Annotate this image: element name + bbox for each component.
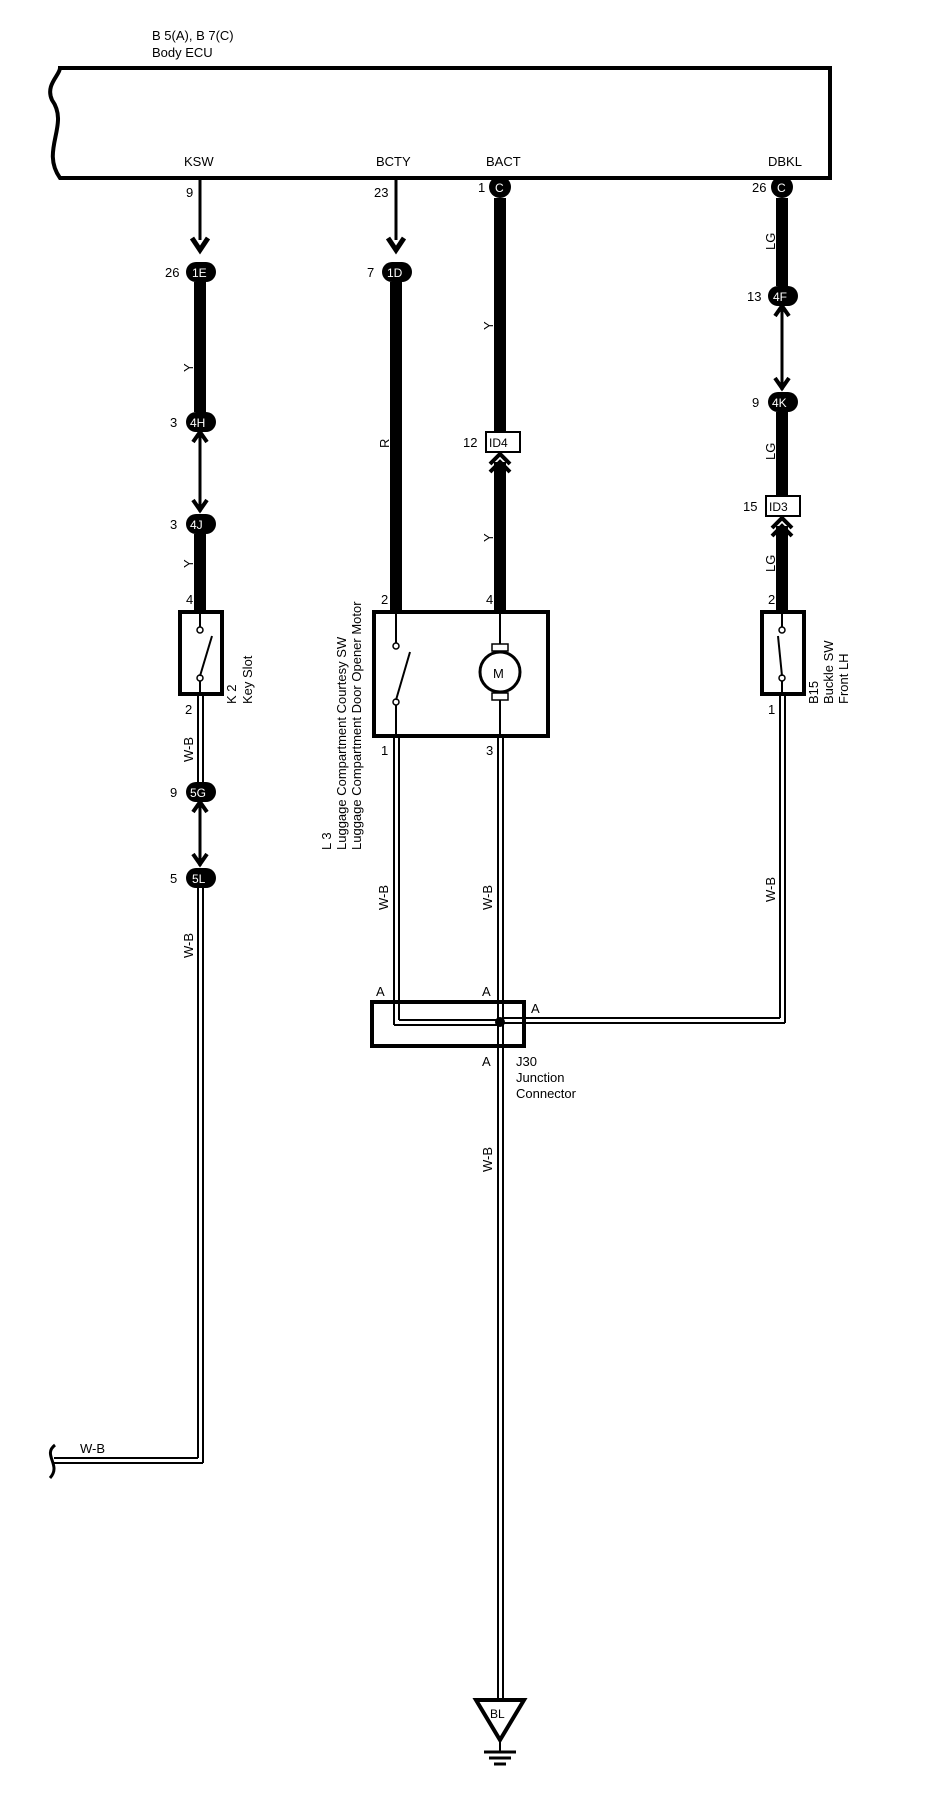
connector-id3 (765, 495, 801, 517)
k2-code: K 2 (224, 684, 239, 704)
terminal-bcty: BCTY (376, 154, 411, 169)
connector-ecu-c-dbkl (771, 176, 793, 198)
connector-5g (186, 782, 216, 802)
junction-dot (495, 1017, 505, 1027)
pin-b15-bot: 1 (768, 702, 775, 717)
wire-color-wb-l3-3: W-B (480, 885, 495, 910)
pin-l3-bot-right: 3 (486, 743, 493, 758)
j30-pin-a-4: A (482, 1054, 491, 1069)
wire-color-wb-b15: W-B (763, 877, 778, 902)
b15-code: B15 (806, 681, 821, 704)
pin-5l: 5 (170, 871, 177, 886)
connector-1e-label: 1E (192, 266, 207, 280)
wire-color-wb-l3-1: W-B (376, 885, 391, 910)
j30-code: J30 (516, 1054, 537, 1069)
pin-1e: 26 (165, 265, 179, 280)
terminal-bact: BACT (486, 154, 521, 169)
l3-code: L 3 (319, 832, 334, 850)
j30-pin-a-3: A (531, 1001, 540, 1016)
connector-1e (186, 262, 216, 282)
connector-4k (768, 392, 798, 412)
courtesy-switch (395, 651, 411, 701)
j30-name-1: Junction (516, 1070, 564, 1085)
pin-l3-bot-left: 1 (381, 743, 388, 758)
k2-name: Key Slot (240, 655, 255, 704)
motor-icon (478, 650, 522, 694)
connector-id3-label: ID3 (769, 500, 788, 514)
terminal-dbkl: DBKL (768, 154, 802, 169)
l3-name-1: Luggage Compartment Courtesy SW (334, 636, 349, 850)
pin-bact-ecu: 1 (478, 180, 485, 195)
connector-4j (186, 514, 216, 534)
connector-4h (186, 412, 216, 432)
pin-4j: 3 (170, 517, 177, 532)
pin-k2-bot: 2 (185, 702, 192, 717)
body-ecu: B 5(A), B 7(C) Body ECU KSW BCTY BACT DB… (48, 28, 832, 180)
ground-label: BL (490, 1707, 505, 1721)
dbkl-circuit: C 26 LG 4F 13 4K 9 LG ID3 15 LG 2 B15 Bu… (503, 176, 851, 1024)
luggage-compartment-component: 2 4 M 1 3 L 3 Luggage Compartment Courte… (319, 592, 550, 1700)
wire-color-wb-continue: W-B (80, 1441, 105, 1456)
wire-color-y-1: Y (181, 363, 196, 372)
j30-name-2: Connector (516, 1086, 577, 1101)
wire-color-wb-ground: W-B (480, 1147, 495, 1172)
connector-1d-label: 1D (387, 266, 403, 280)
motor-label: M (493, 666, 504, 681)
connector-ecu-c-bact-label: C (495, 181, 504, 195)
wire-color-y-bact-1: Y (481, 321, 496, 330)
b15-name-2: Front LH (836, 653, 851, 704)
wire-color-wb-5l: W-B (181, 933, 196, 958)
ground-triangle (472, 1698, 528, 1744)
pin-1d: 7 (367, 265, 374, 280)
connector-4j-label: 4J (190, 518, 203, 532)
pin-4f: 13 (747, 289, 761, 304)
wire-color-lg-2: LG (763, 443, 778, 460)
pin-id4: 12 (463, 435, 477, 450)
pin-b15-top: 2 (768, 592, 775, 607)
wire-color-lg-3: LG (763, 555, 778, 572)
pin-dbkl-ecu: 26 (752, 180, 766, 195)
junction-connector: A A A A J30 Junction Connector W-B (370, 984, 577, 1172)
connector-5l-label: 5L (192, 872, 206, 886)
connector-id4 (485, 431, 521, 453)
pin-l3-top-left: 2 (381, 592, 388, 607)
ecu-connectors: B 5(A), B 7(C) (152, 28, 234, 43)
connector-ecu-c-bact (489, 176, 511, 198)
pin-l3-top-right: 4 (486, 592, 493, 607)
wire-color-y-bact-2: Y (481, 533, 496, 542)
ksw-circuit: 9 1E 26 Y 4H 3 4J 3 Y 4 K 2 Key Slot 2 W… (48, 178, 255, 1480)
connector-5g-label: 5G (190, 786, 206, 800)
b15-name-1: Buckle SW (821, 640, 836, 704)
connector-4h-label: 4H (190, 416, 205, 430)
ecu-name: Body ECU (152, 45, 213, 60)
connector-4f (768, 286, 798, 306)
connector-id4-label: ID4 (489, 436, 508, 450)
connector-4f-label: 4F (773, 290, 787, 304)
ground-point: BL (472, 1698, 528, 1766)
pin-k2-top: 4 (186, 592, 193, 607)
pin-id3: 15 (743, 499, 757, 514)
connector-5l (186, 868, 216, 888)
pin-5g: 9 (170, 785, 177, 800)
wire-color-y-2: Y (181, 559, 196, 568)
wire-color-r: R (377, 439, 392, 448)
j30-box (370, 1000, 526, 1048)
connector-ecu-c-dbkl-label: C (777, 181, 786, 195)
wire-color-wb-k2: W-B (181, 737, 196, 762)
bact-circuit: C 1 Y ID4 12 Y (463, 176, 521, 612)
pin-4h: 3 (170, 415, 177, 430)
j30-pin-a-2: A (482, 984, 491, 999)
connector-4k-label: 4K (772, 396, 787, 410)
terminal-ksw: KSW (184, 154, 214, 169)
bcty-circuit: 23 1D 7 R (367, 178, 412, 612)
connector-1d (382, 262, 412, 282)
l3-name-2: Luggage Compartment Door Opener Motor (349, 601, 364, 850)
pin-4k: 9 (752, 395, 759, 410)
l3-box (372, 610, 550, 738)
pin-ksw-ecu: 9 (186, 185, 193, 200)
wire-color-lg-1: LG (763, 233, 778, 250)
pin-bcty-ecu: 23 (374, 185, 388, 200)
j30-pin-a-1: A (376, 984, 385, 999)
